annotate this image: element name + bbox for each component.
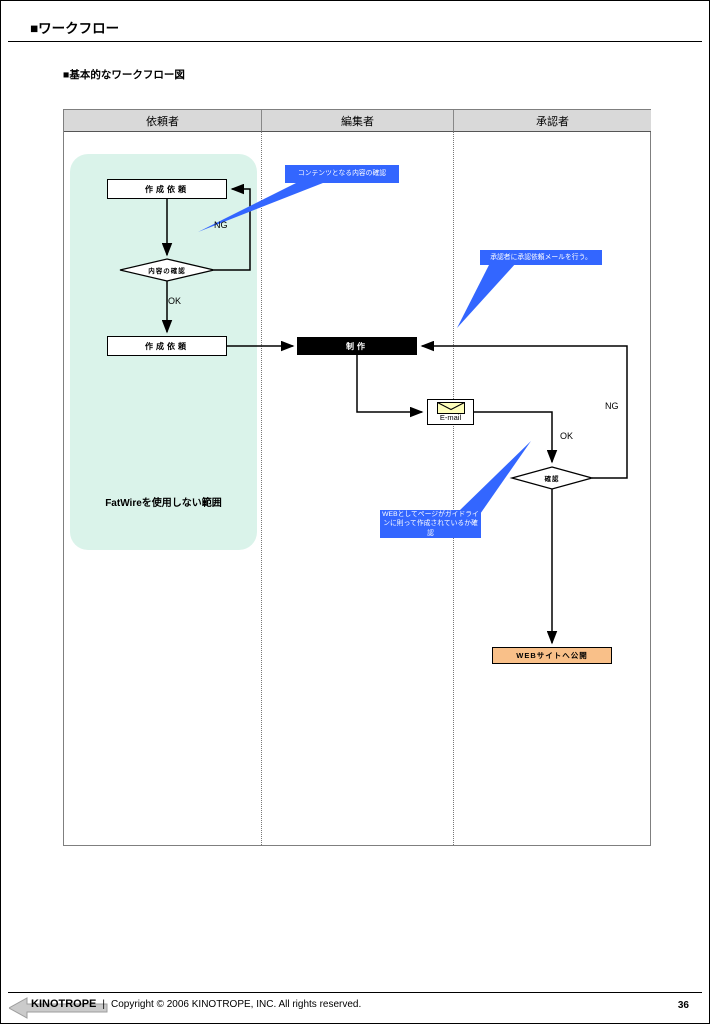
edge-label-ng-2: NG	[605, 401, 619, 411]
page-number: 36	[677, 1000, 689, 1011]
node-email: E-mail	[427, 399, 474, 425]
node-email-label: E-mail	[439, 413, 462, 422]
edge-label-ng-1: NG	[214, 220, 228, 230]
section-subtitle: ■基本的なワークフロー図	[63, 69, 185, 81]
callout-tail-2	[457, 263, 516, 328]
node-check-label: 確認	[544, 476, 560, 483]
lane-divider-2	[453, 132, 454, 845]
edge-email-to-check2	[474, 411, 558, 464]
footer-copyright: Copyright © 2006 KINOTROPE, INC. All rig…	[111, 999, 362, 1010]
edge-production-to-email	[356, 355, 424, 418]
lane-divider-1	[261, 132, 262, 845]
scope-label: FatWireを使用しない範囲	[105, 498, 222, 509]
node-production: 制作	[297, 337, 417, 355]
edge-label-ok-1: OK	[168, 296, 182, 306]
edge-label-ok-2: OK	[560, 431, 574, 441]
lane-header-requester: 依頼者	[64, 110, 261, 132]
kinotrope-arrow-logo-icon	[9, 997, 108, 1019]
title-divider	[8, 41, 702, 42]
footer-text: KINOTROPE | Copyright © 2006 KINOTROPE, …	[31, 998, 361, 1010]
node-publish: WEBサイトへ公開	[492, 647, 612, 664]
callout-guideline-check: WEBとしてページがガイドラインに則って作成されているか確認	[380, 510, 481, 538]
lane-header-approver: 承認者	[453, 110, 651, 132]
node-request-1: 作成依頼	[107, 179, 227, 199]
node-request-2: 作成依頼	[107, 336, 227, 356]
callout-content-confirm: コンテンツとなる内容の確認	[285, 165, 399, 183]
lane-header-editor: 編集者	[261, 110, 453, 132]
footer-brand: KINOTROPE	[31, 998, 97, 1010]
page-title: ■ワークフロー	[30, 21, 120, 36]
footer-divider	[8, 992, 702, 993]
node-content-check-label: 内容の確認	[148, 268, 186, 275]
workflow-diagram: 依頼者 編集者 承認者	[63, 109, 651, 846]
footer-separator: |	[102, 999, 106, 1010]
callout-approval-mail: 承認者に承認依頼メールを行う。	[480, 250, 602, 265]
envelope-icon	[436, 402, 465, 414]
